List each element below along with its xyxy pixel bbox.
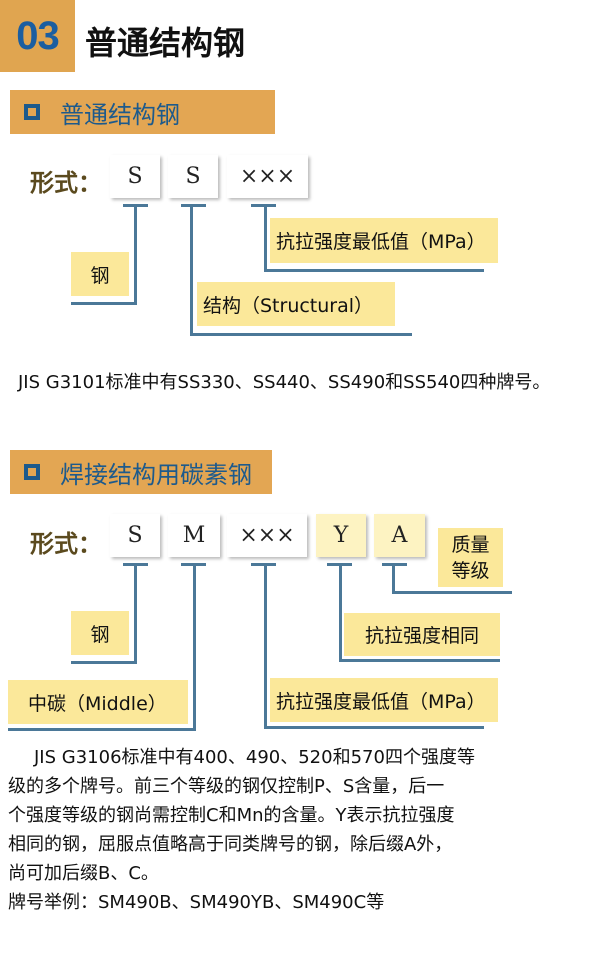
connector [251,563,276,566]
note-line: 级的多个牌号。前三个等级的钢仅控制P、S含量，后一 [8,776,445,797]
square-icon [24,464,40,480]
connector [339,659,500,662]
label-strength: 抗拉强度最低值（MPa） [270,678,498,722]
label-steel: 钢 [71,611,129,655]
connector [190,333,412,336]
label-structural: 结构（Structural） [197,282,395,326]
code-box: M [168,514,220,557]
connector [392,591,512,594]
note-line: JIS G3106标准中有400、490、520和570四个强度等 [34,747,475,768]
square-icon [24,104,40,120]
connector [264,563,267,729]
label-steel: 钢 [71,252,129,296]
connector [264,269,484,272]
connector [134,563,137,664]
section2-header: 焊接结构用碳素钢 [10,450,272,494]
note-line: 尚可加后缀B、C。 [8,863,159,884]
code-box: S [110,155,160,198]
page-title: 普通结构钢 [85,24,246,62]
section1-header: 普通结构钢 [10,90,275,134]
section2-note: JIS G3106标准中有400、490、520和570四个强度等 级的多个牌号… [8,743,598,917]
connector [134,204,137,305]
connector [71,661,137,664]
code-box: A [374,514,425,557]
label-quality-grade: 质量等级 [438,528,503,587]
section1-title: 普通结构钢 [60,100,180,129]
connector [339,563,342,662]
code-box: S [110,514,160,557]
label-same-strength: 抗拉强度相同 [344,613,500,656]
label-middle: 中碳（Middle） [8,680,188,724]
connector [264,726,484,729]
code-box: ××× [227,514,307,557]
connector [193,563,196,731]
note-line: 相同的钢，屈服点值略高于同类牌号的钢，除后缀A外， [8,834,453,855]
code-box: S [168,155,218,198]
connector [71,302,137,305]
note-line: 个强度等级的钢尚需控制C和Mn的含量。Y表示抗拉强度 [8,805,455,826]
form-label: 形式： [30,530,102,558]
section1-note: JIS G3101标准中有SS330、SS440、SS490和SS540四种牌号… [18,372,551,393]
connector [8,728,196,731]
section2-title: 焊接结构用碳素钢 [60,460,252,489]
connector [251,204,276,207]
label-strength: 抗拉强度最低值（MPa） [270,218,498,263]
connector [392,563,395,594]
form-label: 形式： [30,169,102,197]
connector [181,204,206,207]
connector [264,204,267,272]
connector [190,204,193,336]
code-box: Y [316,514,366,557]
section-number: 03 [0,0,75,72]
note-line: 牌号举例：SM490B、SM490YB、SM490C等 [8,892,385,913]
code-box: ××× [227,155,308,198]
